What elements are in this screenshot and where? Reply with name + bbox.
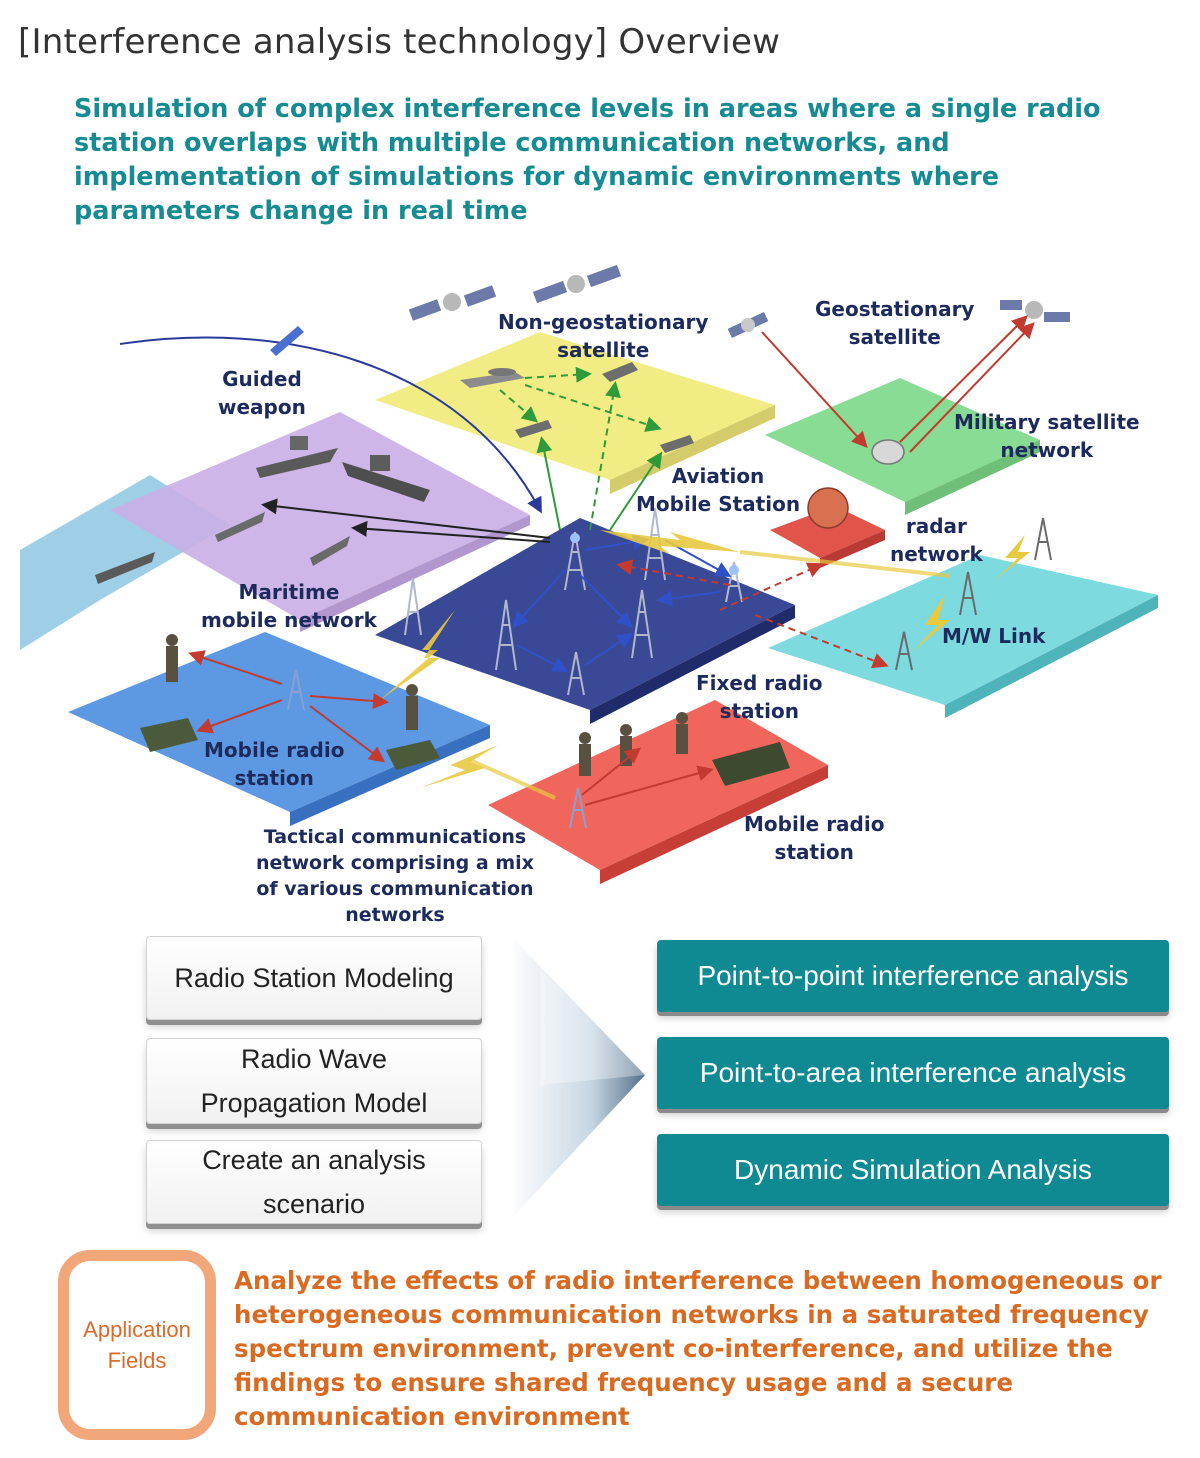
label-tactical-communications-network: Tactical communications network comprisi… — [256, 826, 534, 926]
soldier-icon — [166, 634, 418, 730]
page-title: [Interference analysis technology] Overv… — [18, 22, 781, 62]
label-fixed-radio-station: Fixed radio station — [696, 671, 823, 723]
interference-bolt-icon — [995, 535, 1030, 580]
maritime-platform — [110, 412, 530, 620]
satellite-icon — [727, 312, 769, 338]
application-fields-badge: Application Fields — [58, 1250, 216, 1440]
satellite-icon — [1000, 300, 1070, 322]
warship-icon — [342, 462, 430, 502]
label-mw-link: M/W Link — [942, 624, 1046, 648]
warship-icon — [95, 552, 155, 584]
tank-icon — [386, 740, 440, 770]
label-maritime-mobile-network: Maritime mobile network — [201, 580, 377, 632]
label-mobile-radio-station-right: Mobile radio station — [744, 812, 885, 864]
label-mobile-radio-station-left: Mobile radio station — [204, 738, 345, 790]
fighter-jet-icon — [602, 362, 638, 382]
label-military-satellite-network: Military satellite network — [954, 410, 1140, 462]
radio-tower-icon — [895, 517, 1052, 671]
center-platform — [375, 518, 795, 710]
network-illustration: Non-geostationary satellite Geostationar… — [20, 240, 1190, 930]
label-radar-network: radar network — [890, 514, 983, 566]
label-geostationary-satellite: Geostationary satellite — [815, 297, 975, 349]
fighter-jet-icon — [660, 435, 694, 453]
network-diagram-graphic — [20, 264, 1158, 884]
aircraft-icon — [460, 372, 525, 388]
radio-station-modeling-box: Radio Station Modeling — [146, 936, 482, 1020]
mw-link-platform — [768, 555, 1158, 705]
interference-bolt-icon — [912, 595, 950, 652]
label-guided-weapon: Guided weapon — [218, 367, 306, 419]
radio-tower-icon — [404, 507, 743, 696]
dynamic-simulation-analysis-box: Dynamic Simulation Analysis — [657, 1134, 1169, 1206]
radio-wave-propagation-model-box: Radio Wave Propagation Model — [146, 1038, 482, 1124]
radar-dome-icon — [807, 487, 849, 529]
warship-icon — [215, 512, 265, 542]
fighter-jet-icon — [515, 420, 552, 438]
radio-tower-icon — [569, 787, 587, 829]
satellite-dish-icon — [871, 439, 905, 465]
interference-bolt-icon — [420, 745, 498, 788]
radio-tower-icon — [287, 669, 305, 711]
label-aviation-mobile-station: Aviation Mobile Station — [636, 464, 801, 516]
tank-icon — [712, 742, 790, 786]
page-subtitle: Simulation of complex interference level… — [74, 94, 1101, 226]
interference-bolt-icon — [600, 530, 740, 554]
point-to-area-analysis-box: Point-to-area interference analysis — [657, 1037, 1169, 1109]
flow-arrow-icon — [510, 935, 645, 1220]
satellite-icon — [408, 285, 497, 321]
warship-icon — [256, 448, 338, 478]
radar-platform — [770, 506, 885, 558]
point-to-point-analysis-box: Point-to-point interference analysis — [657, 940, 1169, 1012]
label-non-geostationary-satellite: Non-geostationary satellite — [498, 310, 709, 362]
missile-icon — [270, 326, 304, 356]
satellite-icon — [532, 264, 622, 304]
application-description: Analyze the effects of radio interferenc… — [234, 1266, 1162, 1431]
soldier-icon — [579, 712, 688, 776]
create-analysis-scenario-box: Create an analysis scenario — [146, 1140, 482, 1224]
armored-vehicle-icon — [140, 718, 198, 752]
warship-icon — [310, 536, 350, 566]
